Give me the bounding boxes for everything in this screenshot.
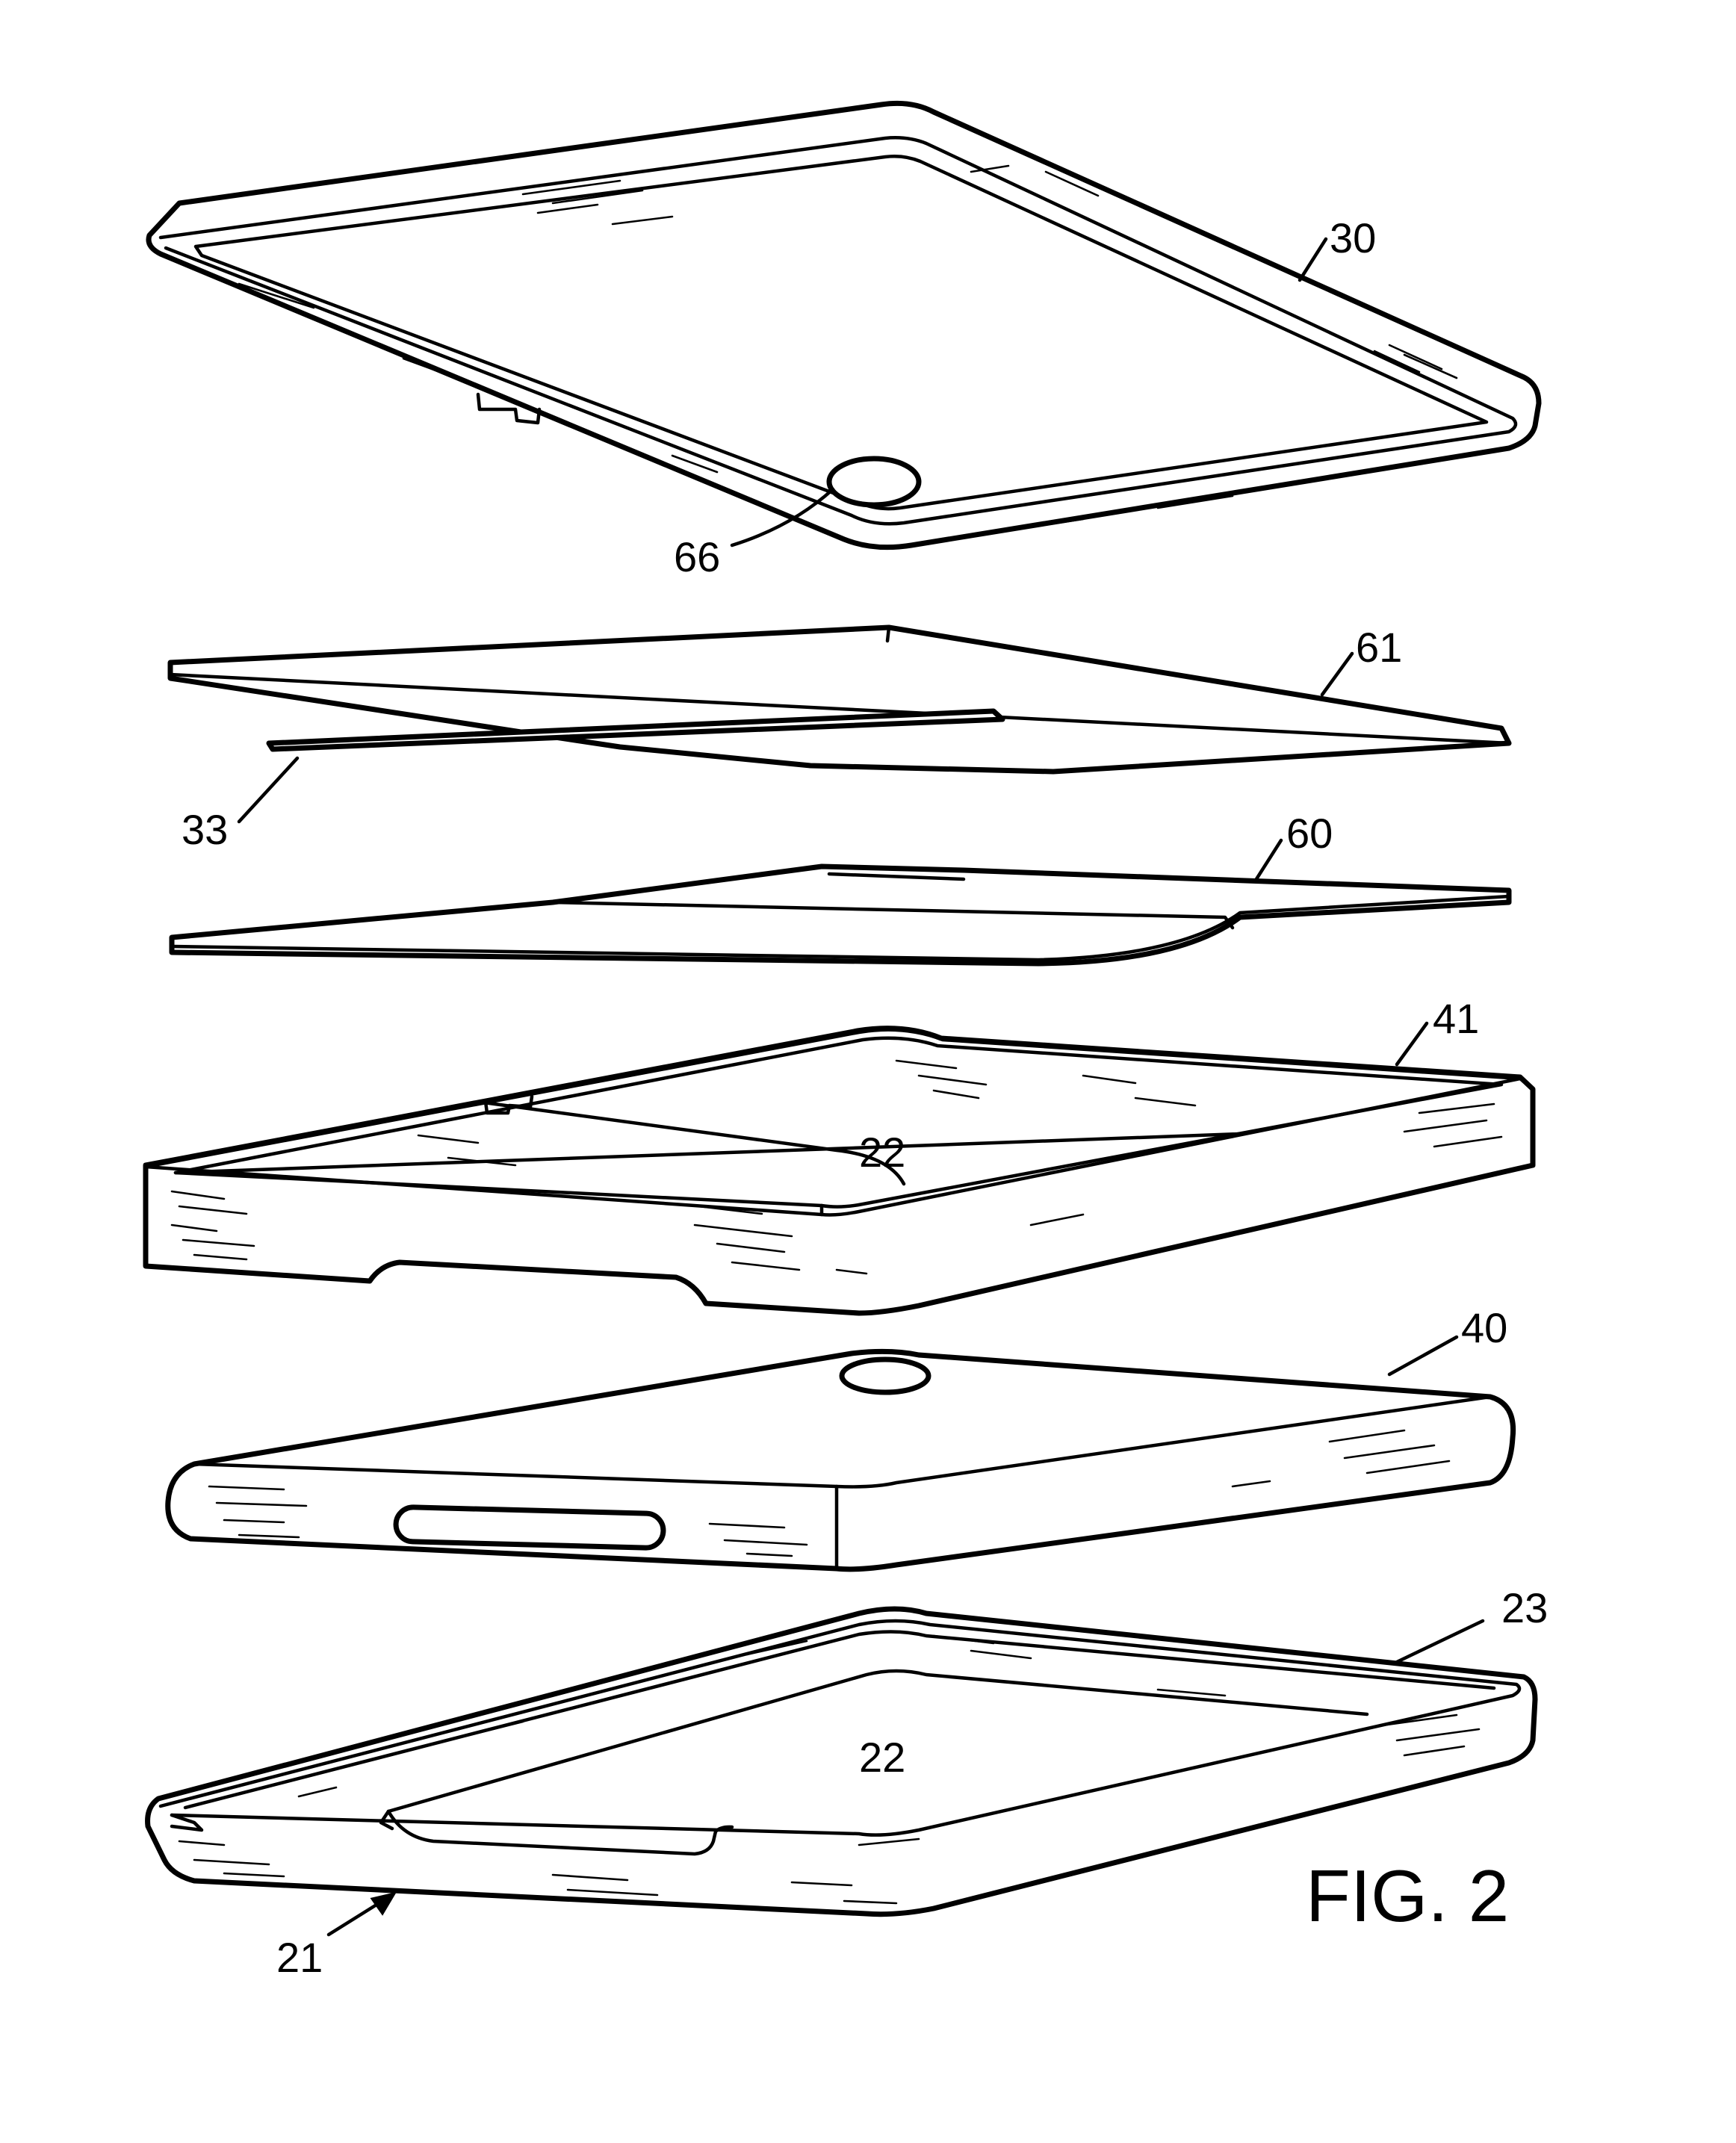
sheet-part-61 [167,624,1512,775]
home-button [839,1356,931,1395]
label-40: 40 [1461,1304,1507,1351]
plate-part-60 [169,863,1512,967]
cover-frame-part-30 [146,100,1542,551]
device-part-40 [165,1348,1516,1572]
reference-labels: 30 66 61 33 60 41 22 40 23 22 21 FIG. 2 [182,214,1548,1981]
label-61: 61 [1356,624,1402,671]
base-case-part-21 [145,1606,1538,1917]
label-22-lower: 22 [859,1734,905,1781]
label-66: 66 [674,533,720,580]
label-23: 23 [1501,1584,1548,1631]
figure-caption: FIG. 2 [1306,1855,1509,1937]
label-33: 33 [182,806,228,853]
label-30: 30 [1330,214,1376,261]
leader-lines [237,237,1485,1937]
label-21: 21 [276,1934,323,1981]
side-slot [393,1504,666,1551]
label-22-upper: 22 [859,1129,905,1176]
box-frame-part-41 [143,1026,1536,1316]
label-41: 41 [1433,995,1479,1042]
strip-33 [266,708,1005,752]
label-60: 60 [1286,810,1333,857]
